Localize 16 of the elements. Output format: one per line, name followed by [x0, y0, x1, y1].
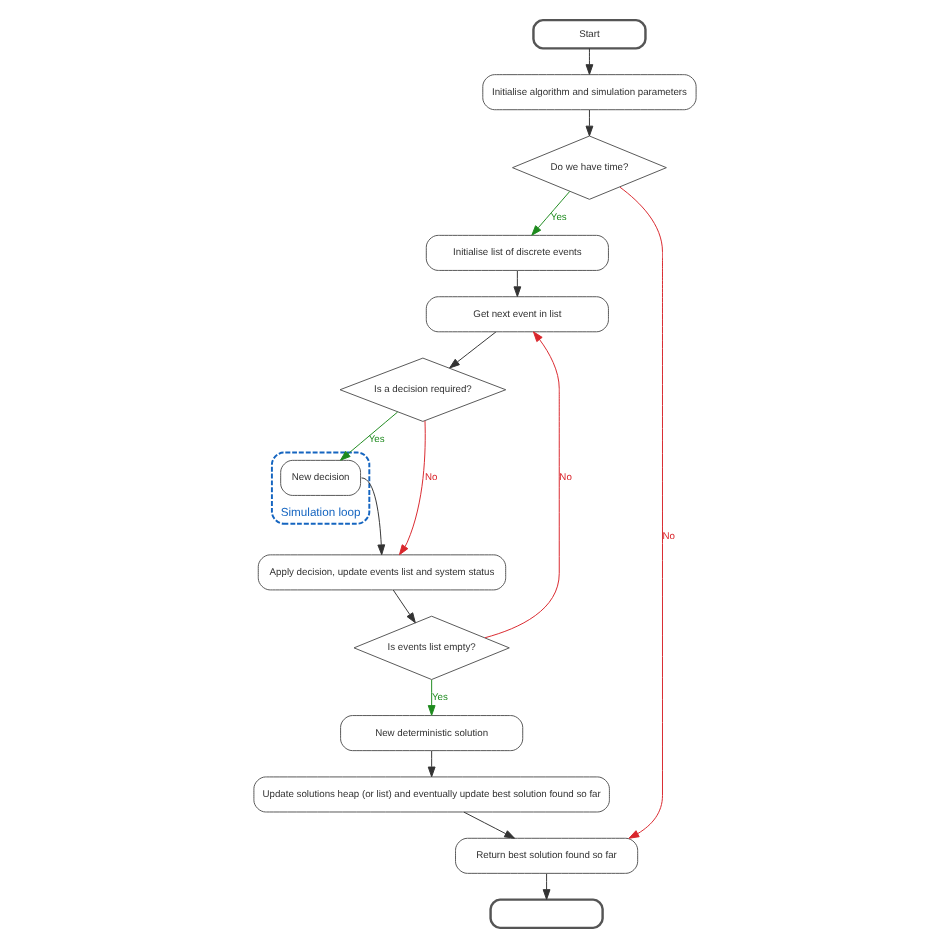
- arrow: [618, 186, 662, 839]
- arrow: [339, 411, 398, 461]
- arrow: [426, 750, 435, 778]
- arrow: [584, 48, 593, 75]
- arrow: [512, 270, 521, 298]
- arrow: [584, 109, 593, 137]
- arrow: [541, 873, 550, 900]
- arrow: [360, 477, 385, 556]
- arrow: [448, 331, 496, 369]
- arrow: [530, 190, 570, 236]
- node-box: [488, 898, 603, 930]
- arrow: [483, 331, 559, 639]
- arrow: [391, 589, 415, 624]
- arrow: [397, 420, 425, 556]
- arrow: [462, 811, 514, 839]
- arrow: [426, 679, 435, 716]
